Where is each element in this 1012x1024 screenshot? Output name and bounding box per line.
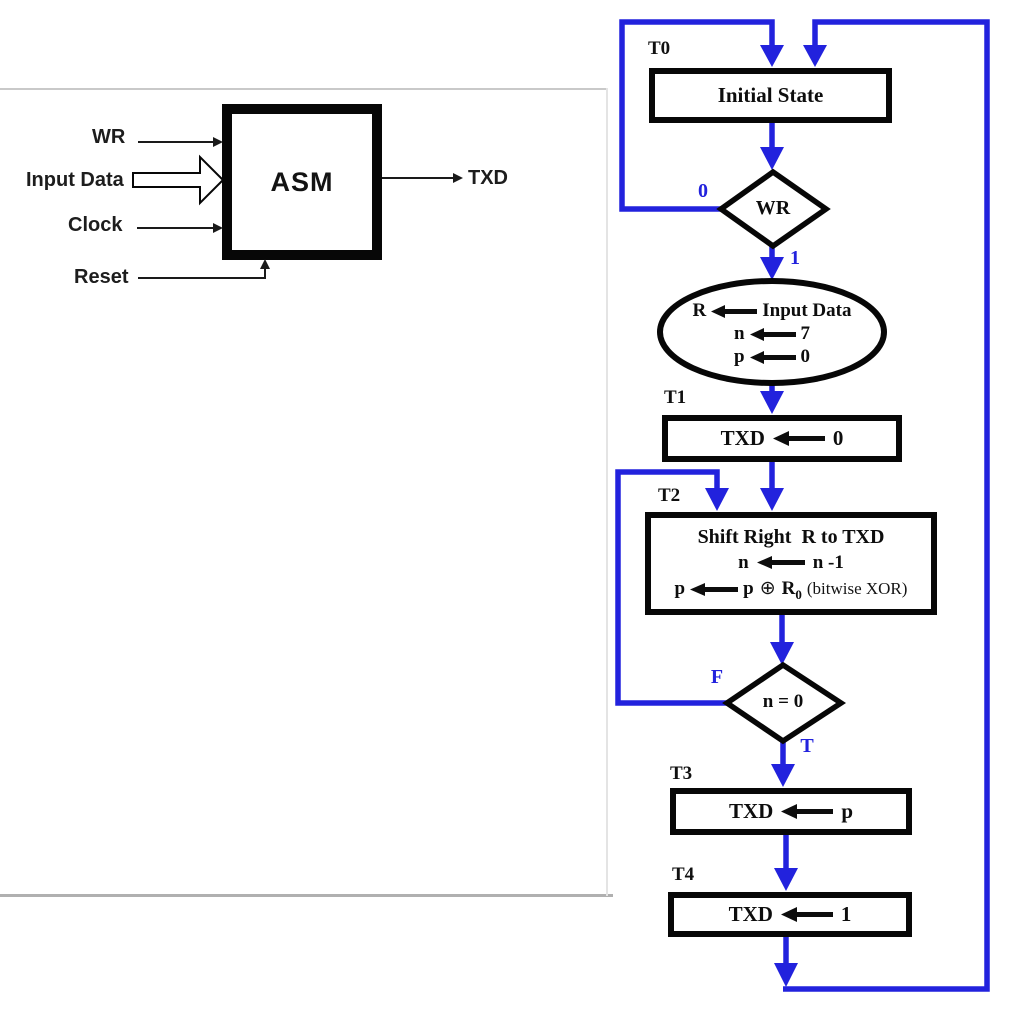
assign-arrow-icon: [780, 907, 833, 922]
connector-wr0-loop: [619, 19, 775, 212]
ellipse-row-p-lhs: p: [733, 346, 745, 367]
t4-state-box: TXD 1: [668, 892, 912, 937]
txd-output-label: TXD: [468, 167, 508, 189]
ellipse-row-n: n 7: [734, 323, 810, 345]
state-label-t3: T3: [670, 763, 693, 784]
t2-register-name: R: [781, 577, 796, 599]
assign-arrow-icon: [711, 304, 758, 318]
t1-rhs: 0: [832, 426, 844, 450]
n-decision-text: n = 0: [762, 691, 804, 712]
t3-lhs: TXD: [728, 799, 774, 823]
t0-state-box: Initial State: [649, 68, 892, 123]
reset-arrowhead-icon: [260, 259, 270, 269]
t2-row-p-register: R0: [782, 576, 802, 603]
reset-input-label: Reset: [74, 266, 129, 288]
t1-assignment-row: TXD 0: [721, 426, 844, 451]
t2-row-p: p p ⊕ R0 (bitwise XOR): [675, 576, 908, 603]
t2-xor-note: (bitwise XOR): [806, 578, 908, 598]
t2-title: Shift Right R to TXD: [697, 526, 885, 548]
state-label-t2: T2: [658, 485, 681, 506]
connector-wr-ellipse-arrowhead: [760, 257, 784, 280]
asm-block: ASM: [222, 104, 382, 260]
asm-block-label: ASM: [270, 166, 334, 197]
assign-arrow-icon: [772, 431, 825, 446]
clock-arrowhead-icon: [213, 223, 223, 233]
ellipse-row-r: R Input Data: [693, 300, 852, 322]
t3-state-box: TXD p: [670, 788, 912, 835]
t2-row-n: n n -1: [738, 550, 844, 576]
connector-n-t3-arrowhead: [771, 764, 795, 787]
xor-symbol-icon: ⊕: [759, 578, 776, 600]
ellipse-row-n-lhs: n: [733, 323, 745, 344]
state-label-t1: T1: [664, 387, 687, 408]
connector-t1-t2-arrowhead: [760, 488, 784, 511]
wr-input-label: WR: [92, 126, 126, 148]
n-false-label: F: [710, 666, 724, 688]
t2-row-n-lhs: n: [738, 552, 749, 573]
connector-t3-t4-arrowhead: [774, 868, 798, 891]
assign-arrow-icon: [749, 350, 796, 364]
t4-rhs: 1: [840, 902, 852, 926]
ellipse-row-p-rhs: 0: [800, 346, 811, 367]
assign-arrow-icon: [749, 327, 796, 341]
n-decision-diamond: [722, 661, 847, 745]
input-data-bus-arrow-icon: [132, 154, 225, 206]
connector-main-loop: [783, 19, 990, 992]
t3-rhs: p: [841, 799, 854, 823]
assign-arrow-icon: [781, 804, 834, 819]
input-data-label: Input Data: [26, 169, 124, 191]
clock-input-label: Clock: [68, 214, 123, 236]
connector-nfalse-arrowhead: [705, 488, 729, 511]
ellipse-row-n-rhs: 7: [800, 323, 811, 344]
t0-state-text: Initial State: [717, 83, 824, 107]
connector-wr0-arrowhead: [760, 45, 784, 67]
connector-ellipse-t1-arrowhead: [760, 391, 784, 414]
ellipse-row-r-lhs: R: [692, 300, 707, 321]
connector-main-loop-arrowhead: [803, 45, 827, 67]
state-label-t4: T4: [672, 864, 695, 885]
t2-register-subscript: 0: [795, 586, 802, 602]
t2-row-n-rhs: n -1: [812, 552, 844, 573]
ellipse-row-p: p 0: [734, 346, 810, 368]
ellipse-row-r-rhs: Input Data: [762, 300, 852, 321]
assign-arrow-icon: [756, 556, 805, 570]
connector-t2-n-arrowhead: [770, 642, 794, 665]
connector-nfalse-loop: [615, 469, 730, 706]
reset-input-line: [138, 268, 266, 279]
init-register-rows: R Input Data n 7 p 0: [656, 289, 888, 379]
t1-lhs: TXD: [720, 426, 765, 450]
t4-assignment-row: TXD 1: [729, 902, 852, 927]
wr-arrowhead-icon: [213, 137, 223, 147]
state-label-t0: T0: [648, 38, 671, 59]
slide-top-rule: [0, 88, 607, 90]
t2-row-p-rhs: p: [743, 578, 754, 600]
wr-decision-diamond: [716, 168, 831, 250]
connector-t4-arrowhead: [774, 963, 798, 987]
wr-false-label: 0: [698, 180, 708, 202]
n-true-label: T: [800, 735, 814, 757]
slide-right-edge: [606, 88, 608, 896]
wr-decision-text: WR: [755, 197, 791, 219]
t2-state-box: Shift Right R to TXD n n -1 p p ⊕ R0 (bi…: [645, 512, 937, 615]
t2-row-p-lhs: p: [674, 578, 686, 600]
t4-lhs: TXD: [728, 902, 773, 926]
connector-t0-wr-arrowhead: [760, 147, 784, 170]
assign-arrow-icon: [690, 582, 739, 596]
t3-assignment-row: TXD p: [729, 799, 853, 824]
t1-state-box: TXD 0: [662, 415, 902, 462]
slide-bottom-rule: [0, 894, 613, 897]
txd-arrowhead-icon: [453, 173, 463, 183]
wr-true-label: 1: [790, 247, 800, 269]
